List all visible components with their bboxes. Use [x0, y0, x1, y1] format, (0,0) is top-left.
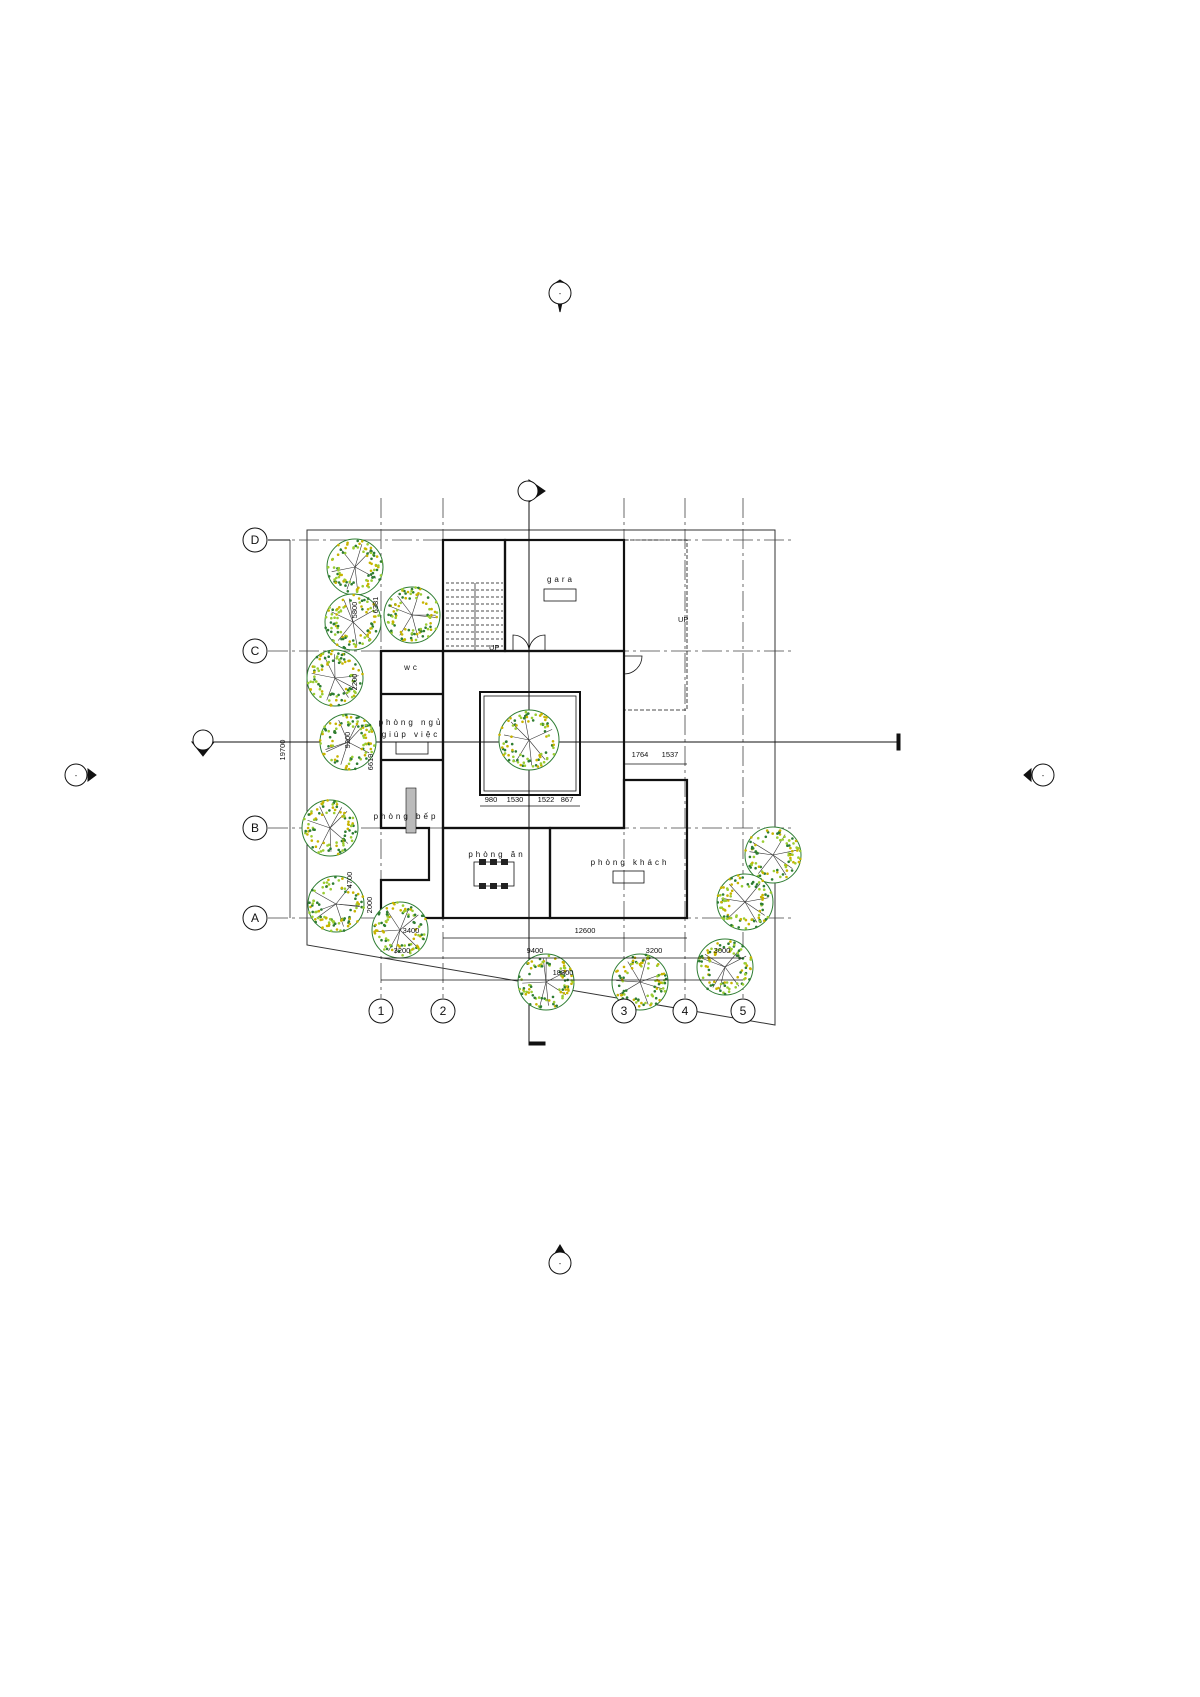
section-marker-left: - [64, 763, 97, 787]
tree-icon [326, 538, 384, 596]
dimension-d_left_3: 2200 [350, 674, 359, 691]
tree-icon [301, 799, 359, 857]
dimension-d_left_7: 2000 [365, 897, 374, 914]
svg-text:D: D [251, 533, 260, 547]
svg-text:-: - [1042, 771, 1045, 780]
trees [301, 538, 802, 1011]
stairs [446, 582, 503, 650]
dimension-texts: 19700 5800 6381 2200 9200 6619 4700 2000 3400 320… [278, 597, 730, 977]
grid-bubble-D: D [242, 527, 290, 553]
tree-icon [696, 938, 754, 996]
dimension-d_left_5: 6619 [366, 754, 375, 771]
room-label-bedroom-1: phòng ngủ [379, 718, 444, 727]
svg-text:-: - [75, 771, 78, 780]
dimension-bottom_3400: 3400 [403, 926, 420, 935]
dimension-bottom_3200b: 3200 [646, 946, 663, 955]
grid-bubble-C: C [242, 638, 268, 664]
svg-text:C: C [251, 644, 260, 658]
dimension-court_980: 980 [485, 795, 498, 804]
dimension-d_left_1: 5800 [350, 602, 359, 619]
svg-text:A: A [251, 911, 259, 925]
svg-text:4: 4 [682, 1004, 689, 1018]
dimension-d_left_4: 9200 [343, 732, 352, 749]
room-label-bedroom-2: giúp việc [382, 730, 441, 739]
dining-table [473, 861, 515, 887]
ramp-up-label: UP [678, 615, 688, 624]
dimension-right_1764: 1764 [632, 750, 649, 759]
dimension-right_1537: 1537 [662, 750, 679, 759]
dimension-court_1530: 1530 [507, 795, 524, 804]
grid-bubbles: D C B A 1 2 3 4 5 [242, 527, 756, 1024]
tree-icon [517, 953, 575, 1011]
room-label-wc: wc [403, 663, 420, 672]
bed [395, 741, 429, 755]
svg-text:B: B [251, 821, 259, 835]
dimension-d_left_6: 4700 [345, 872, 354, 889]
grid-bubble-3: 3 [611, 998, 637, 1024]
svg-text:3: 3 [621, 1004, 628, 1018]
svg-text:1: 1 [378, 1004, 385, 1018]
room-label-living: phòng khách [591, 858, 670, 867]
tree-icon [324, 593, 382, 651]
grid-bubble-B: B [242, 815, 268, 841]
grid-bubble-A: A [242, 905, 268, 931]
dimension-court_1522: 1522 [538, 795, 555, 804]
room-label-gara: gara [547, 575, 575, 584]
svg-text:-: - [559, 289, 562, 298]
room-label-kitchen: phòng bếp [374, 812, 439, 821]
dimension-bottom_3000: 3000 [714, 946, 731, 955]
section-cut-marker-top [517, 479, 546, 503]
kitchen-island [405, 787, 417, 834]
section-cut-marker-left [190, 729, 216, 757]
site-boundary [306, 529, 776, 1026]
section-marker-top: - [548, 279, 572, 313]
tree-icon [306, 649, 364, 707]
tree-icon [307, 875, 365, 933]
room-labels: gara wc phòng ngủ giúp việc phòng bếp ph… [374, 575, 689, 867]
walls [379, 538, 689, 920]
dimension-d_left_2: 6381 [371, 597, 380, 614]
svg-text:2: 2 [440, 1004, 447, 1018]
tree-icon [383, 586, 441, 644]
grid-bubble-5: 5 [730, 998, 756, 1024]
dimension-lines [289, 540, 743, 981]
svg-text:-: - [559, 1259, 562, 1268]
grid-bubble-2: 2 [430, 998, 456, 1024]
courtyard [479, 691, 581, 796]
dimension-bottom_18800: 18800 [553, 968, 574, 977]
car-outline [543, 588, 577, 602]
grid-bubble-1: 1 [368, 998, 394, 1024]
section-marker-right: - [1023, 763, 1055, 787]
dining-chairs [479, 859, 508, 889]
dimension-bottom_9400: 9400 [527, 946, 544, 955]
room-label-dining: phòng ăn [468, 850, 525, 859]
dimension-bottom_12600: 12600 [575, 926, 596, 935]
tree-icon [744, 826, 802, 884]
dimension-total_depth: 19700 [278, 740, 287, 761]
section-markers: - - - - [64, 279, 1055, 1275]
tree-icon [498, 709, 560, 771]
section-marker-bottom: - [548, 1244, 572, 1275]
stair-up-label: UP [489, 643, 499, 652]
svg-text:5: 5 [740, 1004, 747, 1018]
gara-door [512, 634, 546, 652]
tree-icon [716, 873, 774, 931]
tree-icon [371, 901, 429, 959]
grid-bubble-4: 4 [672, 998, 698, 1024]
dimension-bottom_3200a: 3200 [394, 946, 411, 955]
dimension-court_867: 867 [561, 795, 574, 804]
car-ramp [624, 539, 688, 711]
living-table [612, 870, 645, 884]
side-door [623, 655, 643, 675]
tree-icon [318, 713, 377, 771]
